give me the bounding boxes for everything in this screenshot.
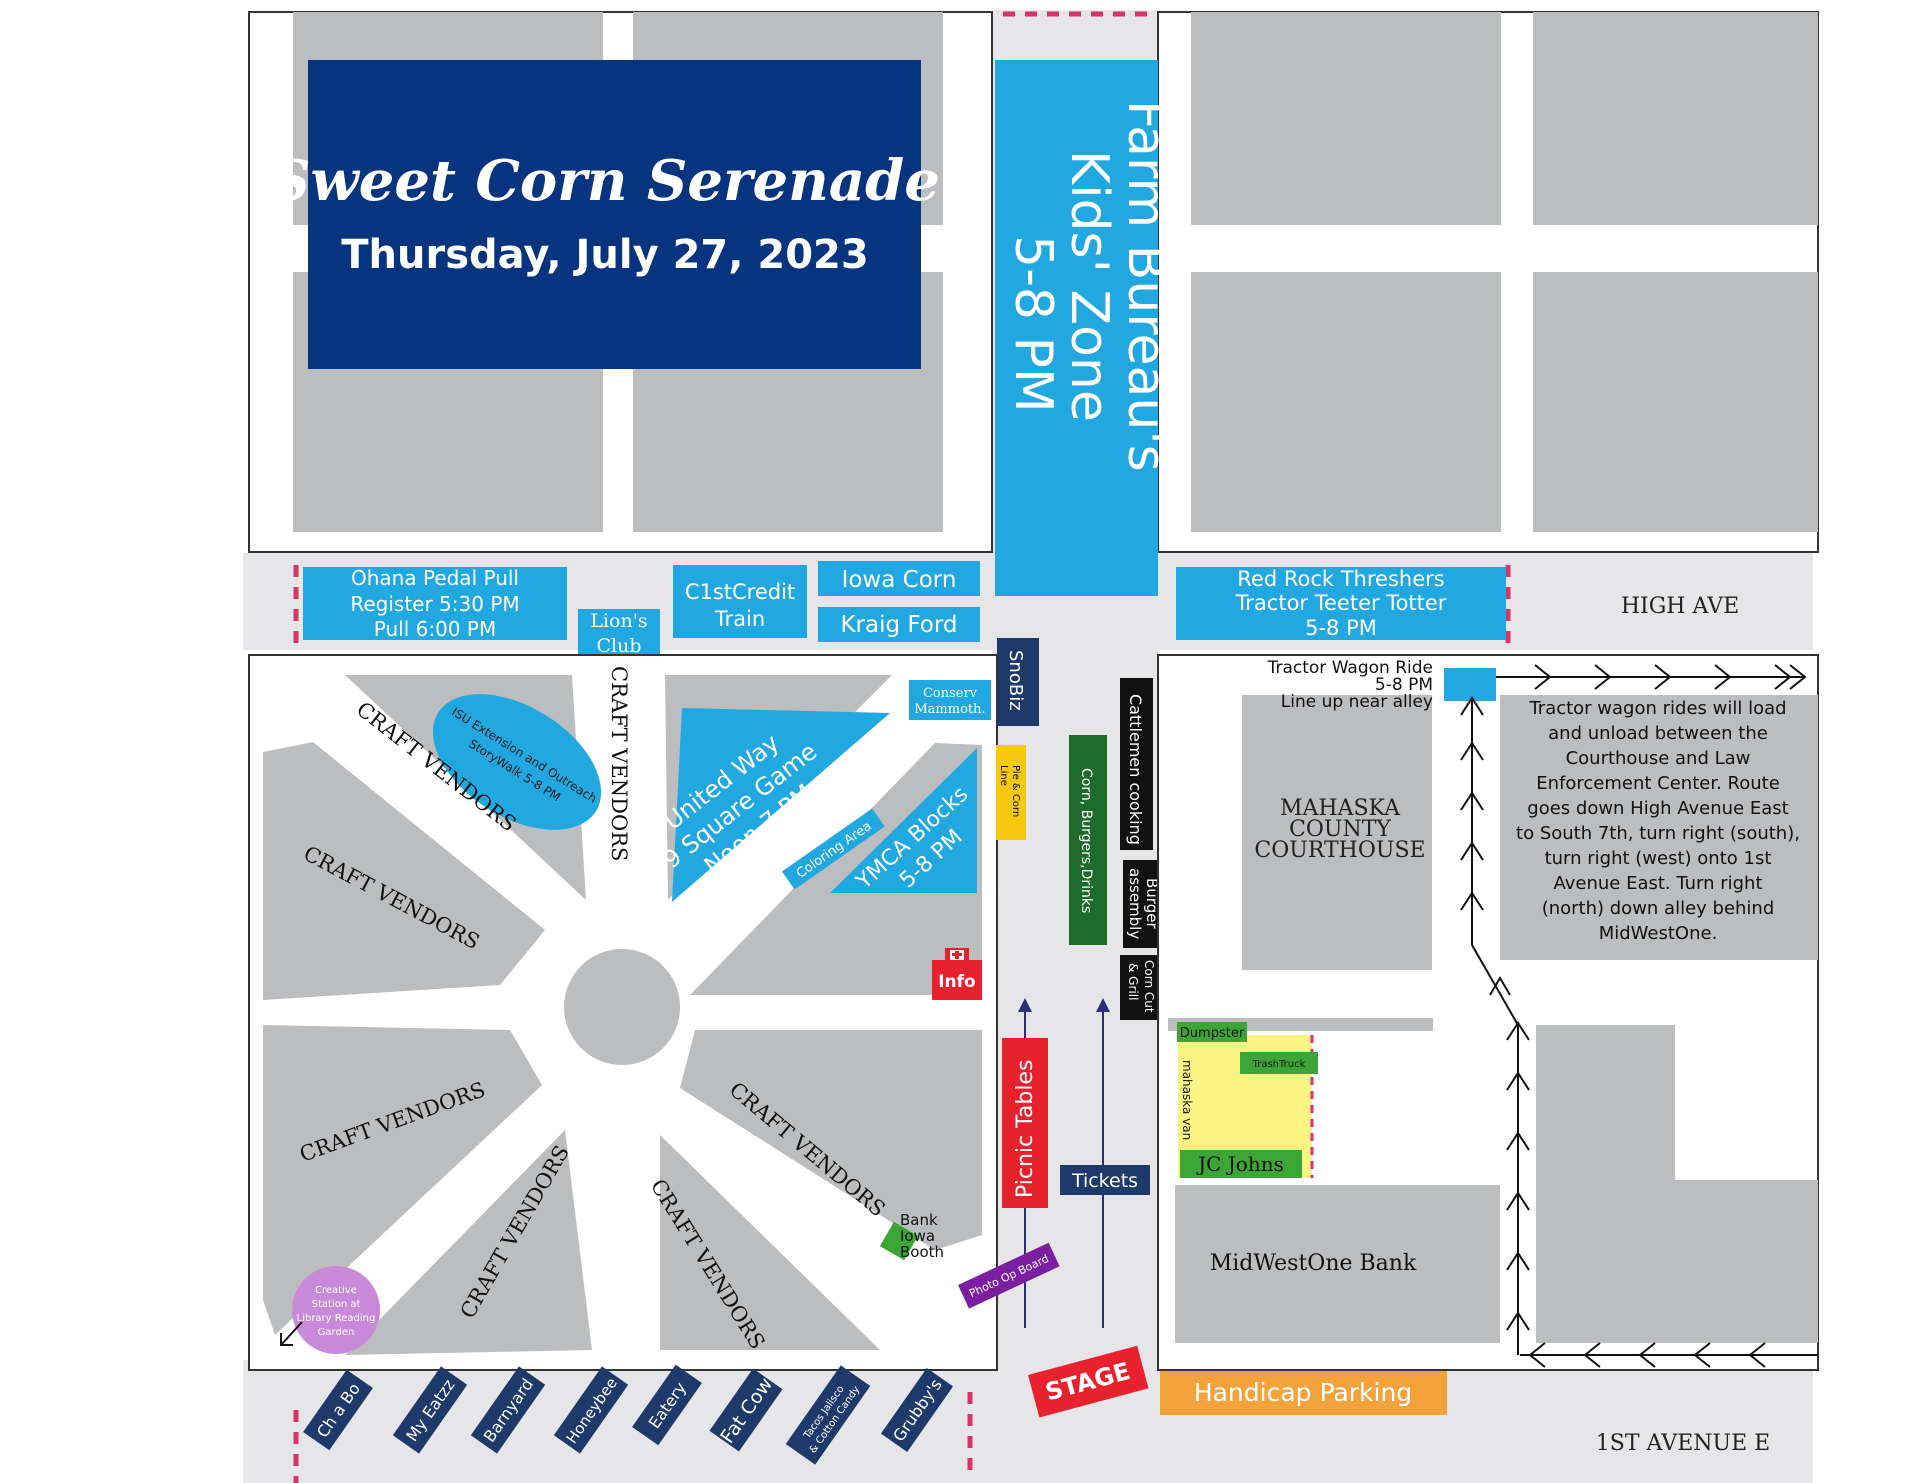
svg-text:(north) down alley behind: (north) down alley behind — [1542, 898, 1775, 919]
corn-burgers-drinks: Corn, Burgers,Drinks — [1069, 735, 1107, 945]
svg-text:Tractor wagon rides will load: Tractor wagon rides will load — [1528, 698, 1786, 719]
cattlemen-cooking: Cattlemen cooking — [1120, 678, 1153, 850]
tractor-loading-point — [1444, 668, 1496, 701]
iowa-corn: Iowa Corn — [818, 561, 980, 596]
svg-text:Tractor Teeter Totter: Tractor Teeter Totter — [1235, 591, 1447, 615]
svg-text:Ohana Pedal Pull: Ohana Pedal Pull — [351, 566, 519, 590]
northeast-block — [1157, 11, 1819, 553]
svg-text:COURTHOUSE: COURTHOUSE — [1254, 838, 1425, 863]
svg-text:assembly: assembly — [1126, 868, 1144, 939]
c1st-credit-train: C1stCredit Train — [673, 565, 807, 638]
route-description: Tractor wagon rides will load and unload… — [1516, 698, 1800, 944]
svg-text:SnoBiz: SnoBiz — [1005, 650, 1026, 711]
svg-text:COUNTY: COUNTY — [1289, 817, 1391, 842]
kraig-ford: Kraig Ford — [818, 607, 980, 642]
svg-text:Tickets: Tickets — [1071, 1170, 1138, 1192]
kids-zone: Farm Bureau's Kids' Zone 5-8 PM — [995, 60, 1176, 596]
svg-text:Booth: Booth — [900, 1243, 944, 1261]
svg-text:Bank: Bank — [900, 1211, 938, 1229]
first-ave-label: 1ST AVENUE E — [1596, 1431, 1770, 1456]
svg-text:Station at: Station at — [312, 1299, 361, 1310]
svg-text:Train: Train — [714, 607, 765, 631]
picnic-tables: Picnic Tables — [1002, 1038, 1048, 1208]
event-title: Sweet Corn Serenade — [270, 148, 940, 214]
tractor-ride-info: Tractor Wagon Ride 5-8 PM Line up near a… — [1267, 658, 1433, 712]
mahaska-van: mahaska van — [1180, 1060, 1194, 1140]
svg-text:MAHASKA: MAHASKA — [1280, 796, 1401, 821]
ohana-pedal-pull: Ohana Pedal Pull Register 5:30 PM Pull 6… — [303, 566, 567, 641]
svg-text:Lion's: Lion's — [590, 610, 647, 632]
svg-text:5-8 PM: 5-8 PM — [1305, 616, 1377, 640]
pie-corn-line: Pie & Corn Line — [996, 745, 1026, 840]
svg-text:Kraig Ford: Kraig Ford — [840, 612, 957, 638]
handicap-parking: Handicap Parking — [1160, 1370, 1447, 1415]
svg-text:Register 5:30 PM: Register 5:30 PM — [350, 592, 519, 616]
svg-text:Tractor Wagon Ride: Tractor Wagon Ride — [1267, 658, 1433, 678]
tickets: Tickets — [1060, 1165, 1150, 1195]
craft-vendors-2: CRAFT VENDORS — [607, 666, 631, 861]
midwestone-bank: MidWestOne Bank — [1210, 1251, 1417, 1276]
svg-text:Conserv: Conserv — [923, 686, 978, 701]
svg-text:Enforcement Center. Route: Enforcement Center. Route — [1536, 773, 1780, 794]
svg-text:TrashTruck: TrashTruck — [1252, 1059, 1306, 1070]
kids-zone-time: 5-8 PM — [1003, 235, 1063, 413]
svg-text:Pie & Corn: Pie & Corn — [1010, 765, 1021, 817]
svg-text:Courthouse and Law: Courthouse and Law — [1566, 748, 1751, 769]
svg-text:Club: Club — [596, 635, 641, 657]
svg-text:Info: Info — [938, 972, 976, 992]
red-rock-threshers: Red Rock Threshers Tractor Teeter Totter… — [1176, 567, 1506, 640]
tractor-route — [1460, 664, 1818, 1368]
dumpster: Dumpster — [1177, 1022, 1247, 1042]
courthouse-label: MAHASKA COUNTY COURTHOUSE — [1254, 796, 1425, 863]
info-booth: Info — [932, 948, 982, 1000]
courthouse-square: ISU Extension and Outreach StoryWalk 5-8… — [248, 654, 998, 1371]
svg-text:Iowa: Iowa — [900, 1227, 935, 1245]
high-ave-label: HIGH AVE — [1621, 594, 1739, 619]
trash-truck: TrashTruck — [1240, 1052, 1318, 1074]
kids-zone-line1: Farm Bureau's — [1116, 100, 1176, 472]
svg-text:JC Johns: JC Johns — [1196, 1152, 1284, 1176]
svg-text:MidWestOne.: MidWestOne. — [1599, 923, 1718, 944]
svg-text:Picnic Tables: Picnic Tables — [1013, 1060, 1038, 1199]
svg-text:Handicap Parking: Handicap Parking — [1194, 1378, 1412, 1407]
svg-text:to South 7th, turn right (sout: to South 7th, turn right (south), — [1516, 823, 1800, 844]
bank-iowa-booth: Bank Iowa Booth — [879, 1211, 944, 1261]
conserv-mammoth: Conserv Mammoth. — [909, 680, 991, 720]
svg-text:Garden: Garden — [318, 1327, 355, 1338]
svg-text:C1stCredit: C1stCredit — [685, 580, 795, 604]
svg-text:Line: Line — [998, 765, 1009, 786]
title-banner: Sweet Corn Serenade Thursday, July 27, 2… — [270, 60, 940, 369]
lions-club: Lion's Club — [578, 609, 660, 657]
center-street-stands: SnoBiz Pie & Corn Line Cattlemen cooking… — [958, 638, 1447, 1418]
svg-text:Dumpster: Dumpster — [1180, 1026, 1245, 1041]
jc-johns: JC Johns — [1180, 1150, 1302, 1178]
svg-text:Red Rock Threshers: Red Rock Threshers — [1237, 567, 1444, 591]
svg-text:Cattlemen cooking: Cattlemen cooking — [1126, 694, 1145, 845]
svg-text:& Grill: & Grill — [1126, 963, 1140, 1000]
creative-station: Creative Station at Library Reading Gard… — [280, 1266, 380, 1354]
svg-text:5-8 PM: 5-8 PM — [1375, 675, 1433, 695]
svg-text:Pull 6:00 PM: Pull 6:00 PM — [374, 617, 496, 641]
svg-text:Creative: Creative — [315, 1285, 357, 1296]
svg-text:Mammoth.: Mammoth. — [914, 702, 985, 717]
svg-text:goes down High Avenue East: goes down High Avenue East — [1527, 798, 1788, 819]
high-ave-booths: Ohana Pedal Pull Register 5:30 PM Pull 6… — [293, 561, 1739, 657]
svg-text:Burger: Burger — [1143, 878, 1161, 929]
southeast-block: Tractor Wagon Ride 5-8 PM Line up near a… — [1157, 654, 1819, 1371]
svg-text:Corn, Burgers,Drinks: Corn, Burgers,Drinks — [1078, 768, 1094, 913]
kids-zone-line2: Kids' Zone — [1059, 150, 1119, 422]
svg-text:turn right (west) onto 1st: turn right (west) onto 1st — [1545, 848, 1772, 869]
svg-text:Iowa Corn: Iowa Corn — [842, 567, 957, 593]
svg-text:Avenue East. Turn right: Avenue East. Turn right — [1553, 873, 1762, 894]
svg-text:Corn Cut: Corn Cut — [1142, 960, 1156, 1013]
svg-text:Line up near alley: Line up near alley — [1281, 692, 1433, 712]
isu-storywalk: ISU Extension and Outreach StoryWalk 5-8… — [432, 694, 602, 830]
event-date: Thursday, July 27, 2023 — [341, 232, 868, 278]
svg-text:Library Reading: Library Reading — [297, 1313, 376, 1324]
snobiz: SnoBiz — [997, 638, 1039, 726]
svg-text:and unload between the: and unload between the — [1548, 723, 1768, 744]
